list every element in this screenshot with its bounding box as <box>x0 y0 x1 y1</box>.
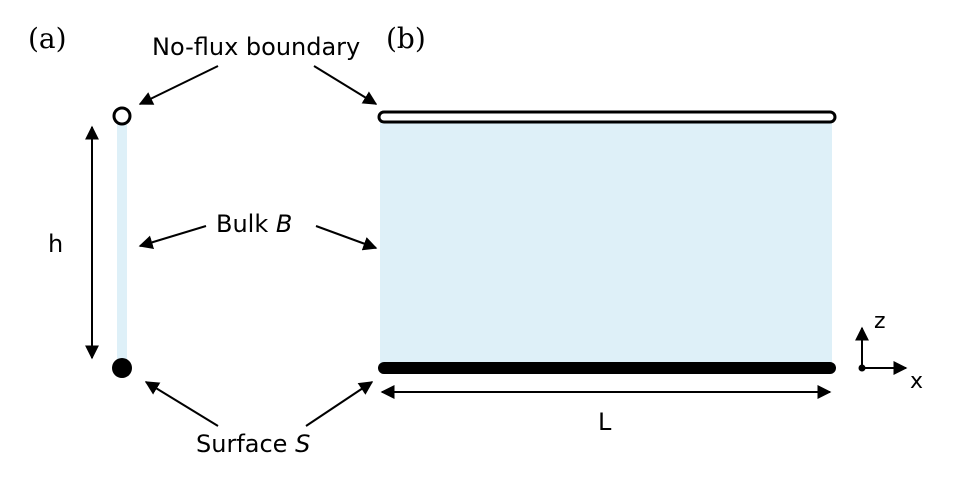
z-axis-label: z <box>874 309 886 334</box>
no-flux-arrow-to-b <box>313 65 378 105</box>
x-axis-label: x <box>910 369 923 394</box>
surface-label: Surface S <box>196 430 310 458</box>
no-flux-boundary-label: No-flux boundary <box>152 33 360 61</box>
no-flux-arrow-to-a <box>138 65 219 105</box>
panel-b-bulk-region <box>380 121 832 366</box>
height-label: h <box>48 230 63 258</box>
surface-label-text: Surface <box>196 430 295 458</box>
surface-label-symbol: S <box>295 430 310 458</box>
panel-label-b: (b) <box>386 22 426 55</box>
surface-arrow-to-b <box>305 381 374 427</box>
panel-a-no-flux-node <box>112 106 132 126</box>
panel-label-a: (a) <box>28 22 67 55</box>
bulk-label-symbol: B <box>276 210 292 238</box>
length-label: L <box>598 408 612 436</box>
bulk-arrow-to-a <box>138 225 207 250</box>
bulk-label: Bulk B <box>216 210 292 238</box>
bulk-label-text: Bulk <box>216 210 276 238</box>
panel-a-surface-node <box>112 358 132 378</box>
surface-arrow-to-a <box>144 381 219 427</box>
panel-b-surface-boundary <box>378 362 836 374</box>
panel-a-bulk-column <box>117 120 127 368</box>
panel-b-no-flux-boundary <box>377 110 837 124</box>
bulk-arrow-to-b <box>315 225 378 251</box>
